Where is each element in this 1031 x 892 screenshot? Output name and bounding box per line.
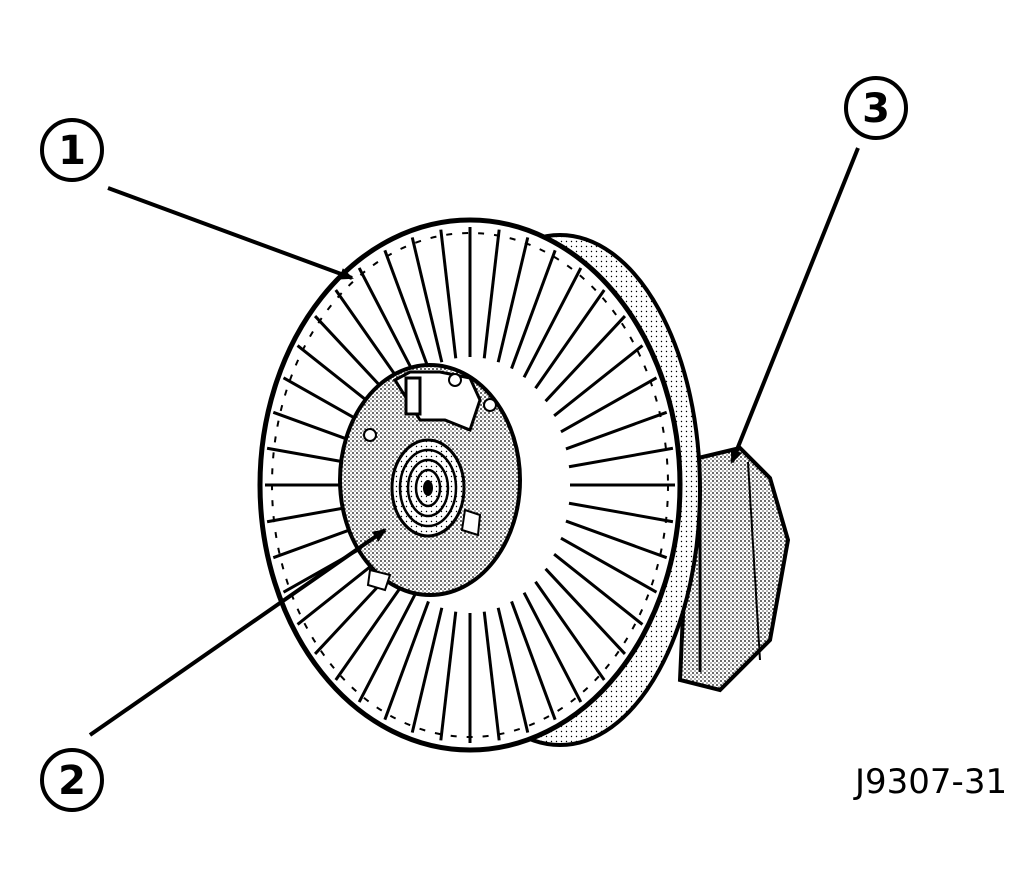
fin bbox=[496, 237, 530, 363]
callout-1-number: 1 bbox=[58, 128, 86, 174]
fin bbox=[496, 607, 530, 733]
fin bbox=[565, 519, 668, 560]
fin bbox=[522, 591, 583, 703]
fin bbox=[553, 344, 644, 417]
fin bbox=[534, 580, 606, 681]
fin bbox=[560, 536, 658, 594]
fin bbox=[534, 289, 606, 390]
fin bbox=[439, 229, 458, 359]
bimetal-spring bbox=[390, 438, 466, 538]
callout-1: 1 bbox=[40, 118, 104, 182]
fin bbox=[568, 501, 674, 524]
fin bbox=[568, 446, 674, 469]
fin bbox=[410, 237, 444, 363]
fin bbox=[334, 580, 406, 681]
fin bbox=[357, 591, 418, 703]
fin bbox=[510, 600, 557, 721]
fin bbox=[560, 376, 658, 434]
fin bbox=[439, 611, 458, 741]
mounting-nut bbox=[677, 445, 791, 693]
fin bbox=[482, 611, 501, 741]
fin bbox=[334, 289, 406, 390]
fin bbox=[522, 267, 583, 379]
fin bbox=[544, 567, 627, 655]
fin bbox=[410, 607, 444, 733]
callout-2: 2 bbox=[40, 748, 104, 812]
figure-id: J9307-31 bbox=[853, 762, 1007, 802]
leader-line-1 bbox=[107, 186, 354, 280]
leader-line-3 bbox=[730, 147, 860, 464]
fin bbox=[565, 410, 668, 451]
fin bbox=[383, 600, 430, 721]
fin bbox=[544, 315, 627, 403]
callout-3: 3 bbox=[844, 76, 908, 140]
fin bbox=[383, 249, 430, 370]
callout-2-number: 2 bbox=[58, 758, 86, 804]
fin bbox=[482, 229, 501, 359]
fin bbox=[357, 267, 418, 379]
fin bbox=[553, 553, 644, 626]
leader-line-2 bbox=[88, 528, 387, 737]
fin bbox=[510, 249, 557, 370]
callout-3-number: 3 bbox=[862, 86, 890, 132]
